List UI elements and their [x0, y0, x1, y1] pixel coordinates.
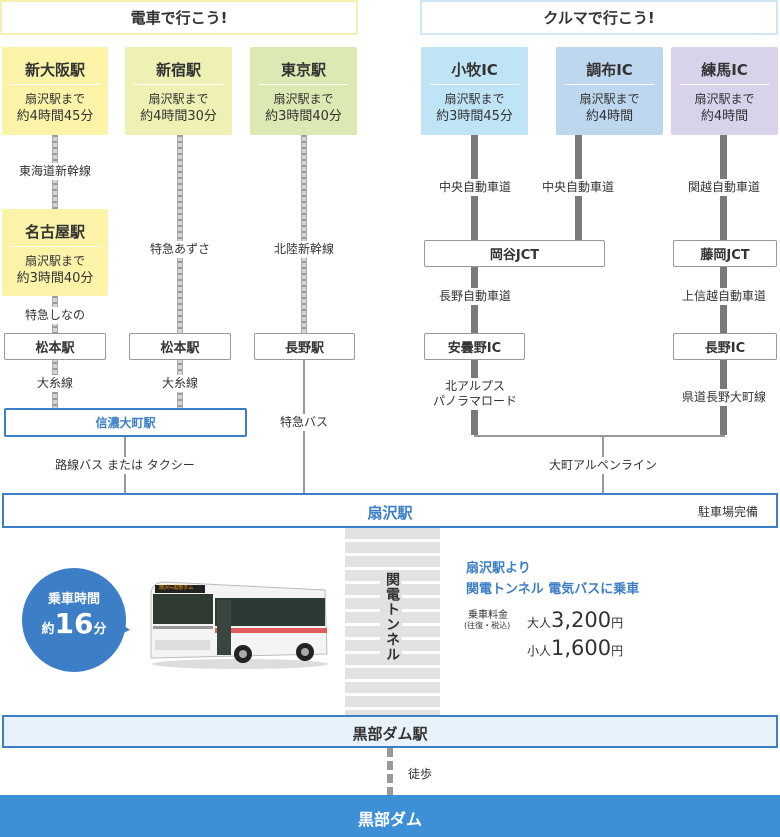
jct-fujioka: 藤岡JCT — [673, 240, 777, 267]
bubble-number: 16 — [54, 607, 94, 640]
ogisawa-station-name: 扇沢駅 — [367, 504, 413, 522]
station-to: 扇沢駅まで — [24, 254, 85, 268]
station-time: 約3時間40分 — [265, 109, 342, 124]
adult-label: 大人 — [527, 616, 552, 630]
bubble-time: 約16分 — [22, 607, 126, 640]
station-card-shin-osaka: 新大阪駅扇沢駅まで約4時間45分 — [2, 47, 108, 135]
ic-time: 約4時間 — [700, 109, 749, 124]
ic-name: 調布IC — [564, 59, 655, 85]
road — [471, 135, 478, 435]
station-name: 新大阪駅 — [10, 59, 100, 85]
station-name: 名古屋駅 — [10, 221, 100, 247]
ogisawa-station-bar: 扇沢駅 駐車場完備 — [2, 493, 778, 528]
bubble-label: 乗車時間 — [47, 592, 100, 607]
road — [720, 135, 727, 435]
road-label: 中央自動車道 — [538, 179, 618, 196]
bubble-prefix: 約 — [41, 622, 55, 637]
line-label: 路線バス または タクシー — [52, 457, 198, 474]
yen: 円 — [611, 616, 624, 630]
line-label: 大糸線 — [158, 375, 202, 392]
stop-shinano-omachi: 信濃大町駅 — [4, 408, 247, 437]
ic-card-komaki: 小牧IC 扇沢駅まで約3時間45分 — [421, 47, 528, 135]
ic-card-nerima: 練馬IC 扇沢駅まで約4時間 — [671, 47, 778, 135]
walk-path — [387, 748, 393, 795]
station-to: 扇沢駅まで — [273, 92, 334, 106]
adult-fare: 大人3,200円 — [527, 608, 623, 632]
car-header: クルマで行こう! — [420, 0, 778, 35]
rail-azusa — [177, 135, 183, 408]
kurobe-dam-bar: 黒部ダム — [0, 795, 780, 837]
rail-hokuriku — [301, 135, 307, 335]
station-to: 扇沢駅まで — [148, 92, 209, 106]
train-header: 電車で行こう! — [0, 0, 358, 35]
station-to: 扇沢駅まで — [24, 92, 85, 106]
child-label: 小人 — [527, 644, 552, 658]
kurobe-dam-station-bar: 黒部ダム駅 — [2, 715, 778, 748]
ic-name: 小牧IC — [429, 59, 520, 85]
child-price: 1,600 — [551, 636, 612, 660]
line-label: 北陸新幹線 — [270, 241, 338, 258]
walk-label: 徒歩 — [408, 767, 433, 781]
line-label: 特急しなの — [21, 307, 89, 324]
station-time: 約3時間40分 — [16, 271, 94, 286]
electric-bus-image: 扇沢⇔黒部ダム — [145, 578, 330, 670]
station-time: 約4時間45分 — [16, 109, 94, 124]
road-label: 県道長野大町線 — [678, 389, 770, 406]
station-name: 新宿駅 — [133, 59, 224, 85]
parking-note: 駐車場完備 — [697, 505, 758, 519]
line-label: 特急あずさ — [146, 241, 214, 258]
stop-nagano: 長野駅 — [254, 333, 355, 360]
station-time: 約4時間30分 — [140, 109, 217, 124]
ic-to: 扇沢駅まで — [579, 92, 640, 106]
ic-to: 扇沢駅まで — [694, 92, 755, 106]
road-label: 長野自動車道 — [435, 288, 515, 305]
station-name: 東京駅 — [258, 59, 349, 85]
station-card-tokyo: 東京駅扇沢駅まで約3時間40分 — [250, 47, 357, 135]
adult-price: 3,200 — [551, 608, 612, 632]
bubble-tail — [116, 620, 130, 636]
ic-to: 扇沢駅まで — [444, 92, 505, 106]
road-join — [474, 435, 725, 437]
ride-time-bubble: 乗車時間 約16分 — [22, 568, 126, 672]
line-label: 特急バス — [276, 414, 332, 431]
child-fare: 小人1,600円 — [527, 636, 623, 660]
fare-label: 乗車料金 — [468, 610, 508, 621]
bus-info-line1: 扇沢駅より — [466, 561, 531, 576]
line-label: 大糸線 — [33, 375, 77, 392]
ic-azumino: 安曇野IC — [424, 333, 525, 360]
stop-matsumoto: 松本駅 — [129, 333, 231, 360]
ic-card-chofu: 調布IC 扇沢駅まで約4時間 — [556, 47, 663, 135]
ic-nagano: 長野IC — [673, 333, 777, 360]
jct-okaya: 岡谷JCT — [424, 240, 605, 267]
ic-time: 約4時間 — [585, 109, 634, 124]
station-card-nagoya: 名古屋駅扇沢駅まで約3時間40分 — [2, 209, 108, 296]
road-label: 北アルプス パノラマロード — [429, 378, 521, 410]
tunnel-label: 関電トンネル — [380, 572, 402, 662]
road-label: 関越自動車道 — [684, 179, 764, 196]
stop-matsumoto: 松本駅 — [4, 333, 106, 360]
ic-name: 練馬IC — [679, 59, 770, 85]
station-card-shinjuku: 新宿駅扇沢駅まで約4時間30分 — [125, 47, 232, 135]
line-label: 東海道新幹線 — [15, 163, 95, 180]
road-label: 大町アルペンライン — [546, 457, 660, 474]
road-label: 中央自動車道 — [435, 179, 515, 196]
ic-time: 約3時間45分 — [436, 109, 513, 124]
fare-note: (往復・税込) — [464, 621, 511, 630]
yen: 円 — [611, 644, 624, 658]
bus-info-line2: 関電トンネル 電気バスに乗車 — [466, 582, 640, 597]
road-label: 上信越自動車道 — [678, 288, 770, 305]
bubble-unit: 分 — [93, 622, 107, 637]
bus-destination-sign: 扇沢⇔黒部ダム — [159, 585, 194, 591]
